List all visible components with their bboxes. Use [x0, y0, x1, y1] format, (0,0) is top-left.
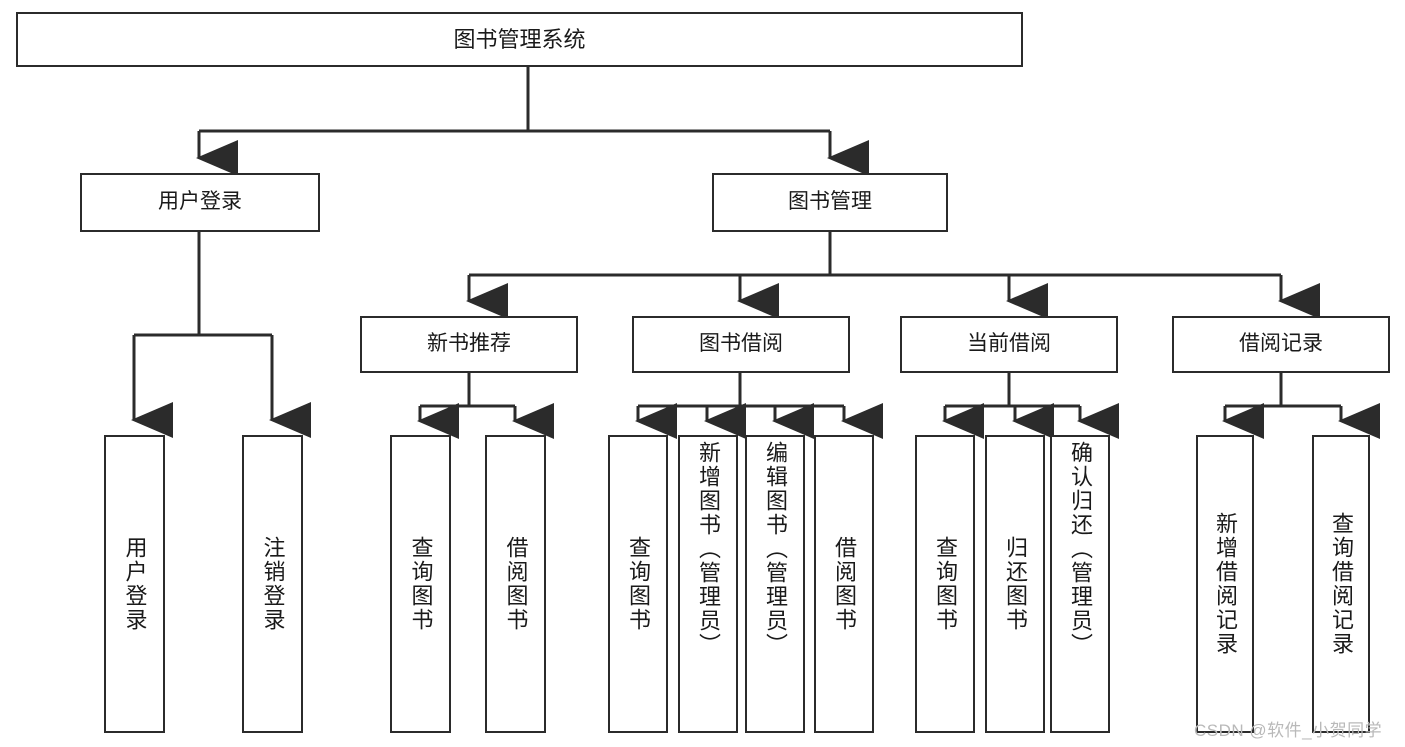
leaf-query-books-current[interactable]: 查询图书 — [915, 435, 975, 733]
node-label: 注销登录 — [260, 536, 286, 632]
node-borrow-record[interactable]: 借阅记录 — [1172, 316, 1390, 373]
leaf-query-books-borrow[interactable]: 查询图书 — [608, 435, 668, 733]
node-label: 新增借阅记录 — [1213, 512, 1238, 656]
node-label: 新书推荐 — [427, 332, 511, 356]
leaf-query-borrow-record[interactable]: 查询借阅记录 — [1312, 435, 1370, 733]
node-label: 编辑图书（管理员） — [763, 441, 788, 657]
node-new-book-recommend[interactable]: 新书推荐 — [360, 316, 578, 373]
node-current-borrow[interactable]: 当前借阅 — [900, 316, 1118, 373]
node-label: 查询借阅记录 — [1329, 512, 1354, 656]
node-label: 查询图书 — [408, 536, 434, 632]
leaf-confirm-return-admin[interactable]: 确认归还（管理员） — [1050, 435, 1110, 733]
node-root-system[interactable]: 图书管理系统 — [16, 12, 1023, 67]
node-label: 归还图书 — [1003, 536, 1028, 632]
leaf-logout-login[interactable]: 注销登录 — [242, 435, 303, 733]
node-label: 图书管理系统 — [453, 26, 586, 52]
node-book-borrow[interactable]: 图书借阅 — [632, 316, 850, 373]
node-label: 借阅记录 — [1239, 332, 1323, 356]
node-label: 查询图书 — [933, 536, 958, 632]
node-label: 新增图书（管理员） — [696, 441, 721, 657]
node-label: 借阅图书 — [503, 536, 529, 632]
leaf-edit-book-admin[interactable]: 编辑图书（管理员） — [745, 435, 805, 733]
leaf-query-books-recommend[interactable]: 查询图书 — [390, 435, 451, 733]
node-label: 用户登录 — [122, 536, 148, 632]
node-label: 用户登录 — [158, 190, 242, 214]
leaf-borrow-books-recommend[interactable]: 借阅图书 — [485, 435, 546, 733]
node-book-management[interactable]: 图书管理 — [712, 173, 948, 232]
watermark-text: CSDN @软件_小贺同学 — [1194, 721, 1383, 740]
node-label: 图书管理 — [788, 190, 872, 214]
leaf-add-borrow-record[interactable]: 新增借阅记录 — [1196, 435, 1254, 733]
node-label: 查询图书 — [626, 536, 651, 632]
node-label: 图书借阅 — [699, 332, 783, 356]
node-label: 当前借阅 — [967, 332, 1051, 356]
leaf-borrow-books[interactable]: 借阅图书 — [814, 435, 874, 733]
node-user-login[interactable]: 用户登录 — [80, 173, 320, 232]
leaf-add-book-admin[interactable]: 新增图书（管理员） — [678, 435, 738, 733]
node-label: 确认归还（管理员） — [1068, 441, 1093, 657]
leaf-user-login[interactable]: 用户登录 — [104, 435, 165, 733]
leaf-return-books[interactable]: 归还图书 — [985, 435, 1045, 733]
node-label: 借阅图书 — [832, 536, 857, 632]
